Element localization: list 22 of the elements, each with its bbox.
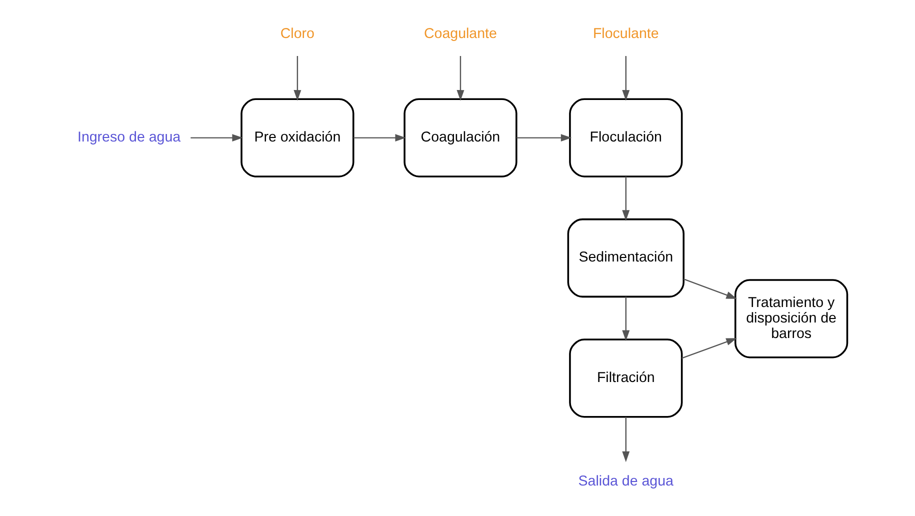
arrow [353,134,406,142]
node-box: Filtración [569,338,683,418]
node-box: Coagulación [404,98,518,178]
node-text: Salida de agua [578,473,674,490]
node-box: Sedimentación [567,218,684,298]
arrow [456,56,464,101]
node-text: Floculante [592,26,659,42]
arrow [682,338,737,359]
node-text: Cloro [280,26,314,42]
arrow [622,417,630,462]
node-box: Floculación [569,98,683,178]
arrow [190,134,243,142]
node-text: Ingreso de agua [77,129,181,146]
node-text: Coagulante [424,26,497,42]
arrow [622,296,630,342]
arrow [622,56,630,101]
arrow [622,176,630,221]
arrow [683,278,737,299]
node-box: Pre oxidación [240,98,354,178]
arrow [294,56,302,101]
node-box: Tratamiento y disposición de barros [734,279,848,358]
arrow [516,134,572,142]
